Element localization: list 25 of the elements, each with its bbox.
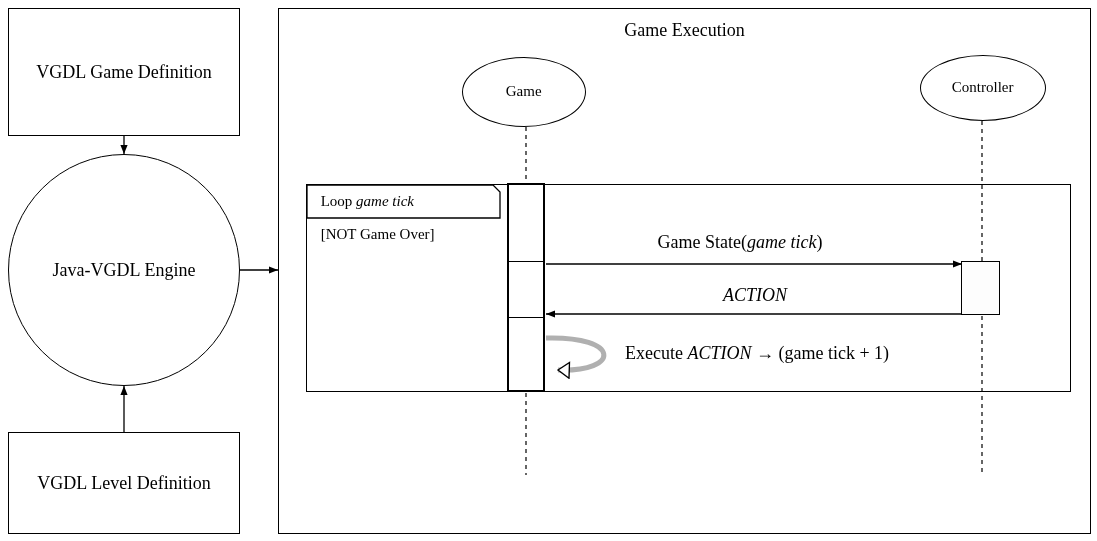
edge-label: ACTION <box>723 285 787 306</box>
loop-frame <box>305 183 1071 392</box>
box-label: VGDL Game Definition <box>36 60 212 84</box>
frame-label: Loop game tick <box>320 191 414 211</box>
guard-condition: [NOT Game Over] <box>320 224 435 244</box>
circle-label: Java-VGDL Engine <box>52 258 196 282</box>
arrow <box>545 260 963 268</box>
arrow <box>120 135 128 155</box>
self-message-arrow <box>545 335 606 379</box>
arrow <box>545 310 963 318</box>
lifeline-label: Game <box>505 82 542 102</box>
edge-label: Execute ACTION → (game tick + 1) <box>625 343 890 364</box>
panel-title: Game Execution <box>624 19 745 42</box>
execution-panel <box>278 8 1091 534</box>
definition-box <box>8 432 240 534</box>
activation-box <box>961 261 1001 316</box>
arrow <box>239 266 279 274</box>
lifeline <box>981 120 983 263</box>
box-label: VGDL Level Definition <box>37 471 211 495</box>
lifeline-label: Controller <box>951 78 1014 98</box>
edge-label: Game State(game tick) <box>657 232 823 253</box>
lifeline <box>525 392 527 476</box>
arrow <box>120 385 128 433</box>
activation-bar <box>507 183 546 393</box>
definition-box <box>8 8 240 136</box>
